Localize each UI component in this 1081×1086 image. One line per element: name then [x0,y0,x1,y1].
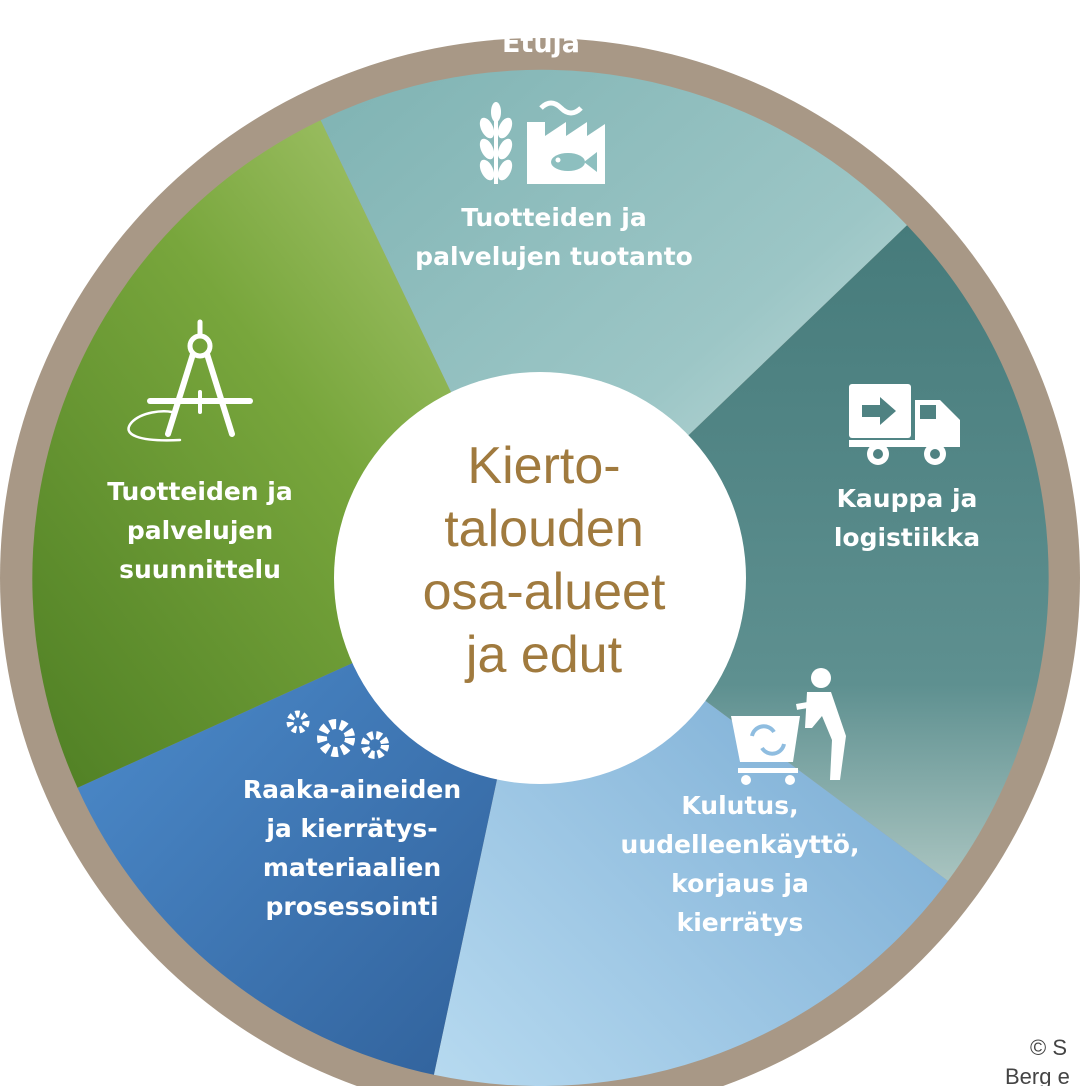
center-title: Kierto- talouden osa-alueet ja edut [423,437,666,684]
segment-suunnittelu-label: suunnittelu [119,555,281,584]
center-title-line: Kierto- [467,437,620,495]
segment-suunnittelu-label: Tuotteiden ja [107,477,293,506]
shopping-cart-recycle-icon [731,668,846,785]
ring-label: Etuja [502,28,580,59]
segment-tuotanto-label: Tuotteiden ja [461,203,647,232]
fish-factory-icon [527,100,605,184]
segment-kulutus-label: Kulutus, [681,791,798,820]
segment-kauppa-label: logistiikka [834,523,980,552]
compass-icon [127,319,253,442]
segment-kulutus-label: korjaus ja [671,869,809,898]
gears-icon [286,710,389,759]
copyright-credit: © S [1030,1035,1067,1060]
wheat-icon [479,102,513,184]
delivery-truck-icon [849,384,960,465]
segment-kauppa-label: Kauppa ja [837,484,978,513]
copyright-credit: Berg e [1005,1064,1070,1086]
center-title-line: osa-alueet [423,563,666,621]
segment-prosessointi-label: prosessointi [265,892,438,921]
segment-tuotanto [320,69,908,579]
segment-prosessointi-label: ja kierrätys- [265,814,437,843]
segment-kulutus-label: uudelleenkäyttö, [621,830,860,859]
center-title-line: ja edut [464,626,623,684]
center-disc [334,372,746,784]
segment-kulutus-label: kierrätys [677,908,804,937]
segment-kauppa [540,225,1049,881]
center-title-line: talouden [444,500,644,558]
segment-prosessointi-label: Raaka-aineiden [243,775,461,804]
segment-suunnittelu-label: palvelujen [127,516,273,545]
segment-tuotanto-label: palvelujen tuotanto [415,242,693,271]
segment-prosessointi-label: materiaalien [263,853,441,882]
